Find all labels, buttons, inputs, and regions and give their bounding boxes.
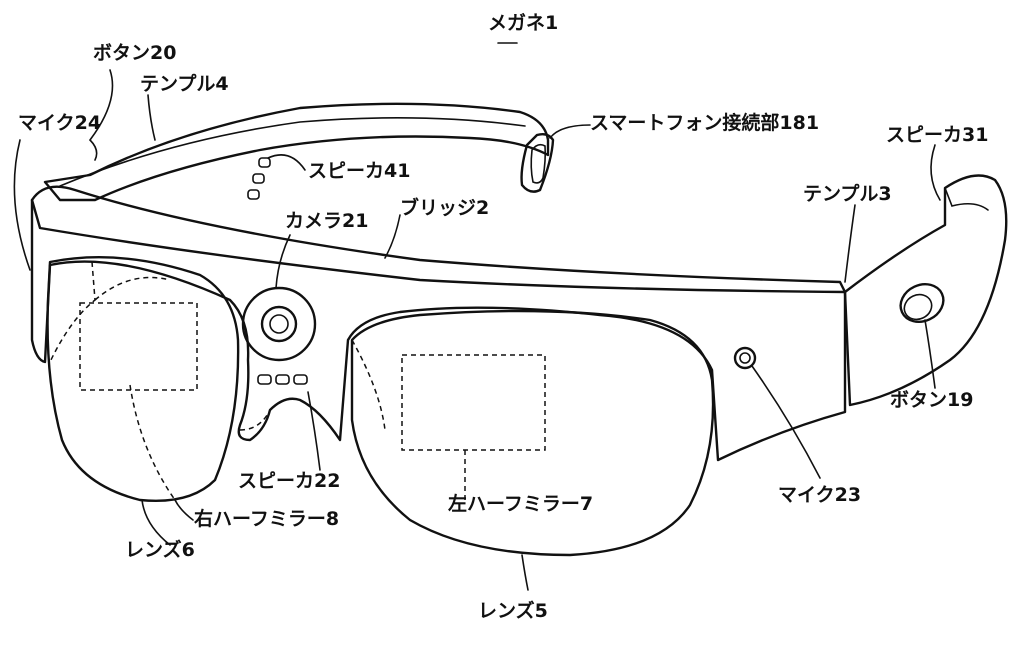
- half-mirror-8: [79, 302, 198, 391]
- label-speaker-22: スピーカ22: [238, 470, 341, 492]
- smartphone-connector: [520, 132, 555, 193]
- label-button-19: ボタン19: [890, 389, 974, 411]
- label-half-mirror-8: 右ハーフミラー8: [194, 508, 340, 530]
- label-lens-6: レンズ6: [125, 539, 195, 561]
- label-temple-3: テンプル3: [803, 183, 892, 205]
- label-temple-4: テンプル4: [140, 73, 229, 95]
- mic-23: [733, 346, 757, 370]
- label-lens-5: レンズ5: [478, 600, 548, 622]
- camera-21: [241, 286, 317, 362]
- lens-6: [46, 256, 240, 502]
- speaker-41-hole: [252, 173, 265, 184]
- speaker-22-hole: [275, 374, 290, 385]
- lens-5: [350, 309, 715, 557]
- label-megane: メガネ1: [488, 12, 559, 34]
- speaker-41-hole: [258, 157, 271, 168]
- label-mic-23: マイク23: [778, 484, 862, 506]
- speaker-22-hole: [293, 374, 308, 385]
- label-half-mirror-7: 左ハーフミラー7: [448, 493, 594, 515]
- speaker-41-hole: [247, 189, 260, 200]
- label-speaker-31: スピーカ31: [886, 124, 989, 146]
- temple-4: [43, 102, 550, 202]
- temple-3: [843, 174, 1008, 407]
- label-speaker-41: スピーカ41: [308, 160, 411, 182]
- label-mic-24: マイク24: [18, 112, 102, 134]
- label-button-20: ボタン20: [93, 42, 177, 64]
- label-camera-21: カメラ21: [285, 210, 369, 232]
- speaker-22-hole: [257, 374, 272, 385]
- label-bridge-2: ブリッジ2: [400, 197, 490, 219]
- frame-front: [30, 185, 847, 294]
- label-smartphone-connector: スマートフォン接続部181: [590, 112, 820, 134]
- button-19: [899, 283, 945, 323]
- half-mirror-7: [401, 354, 546, 451]
